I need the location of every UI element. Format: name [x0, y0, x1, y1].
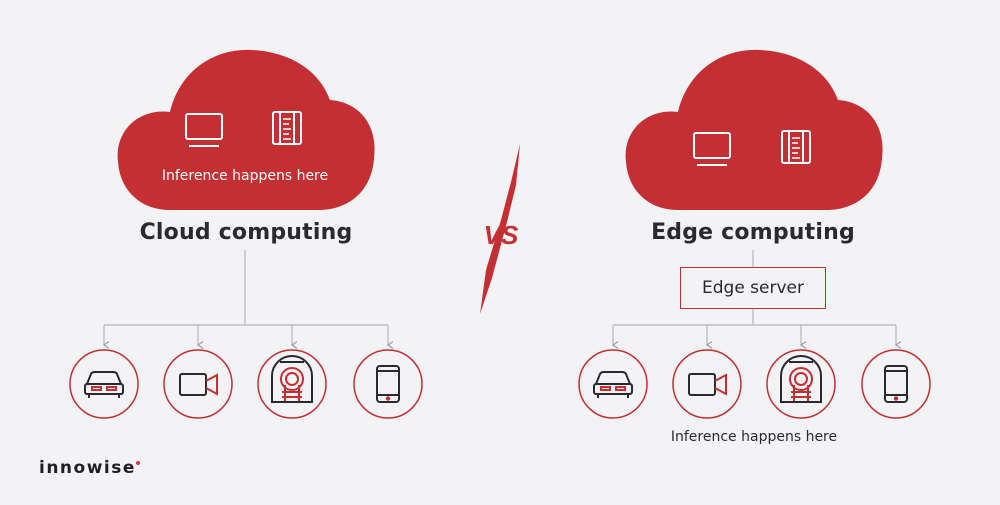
- smartphone-icon: [884, 365, 908, 403]
- server-rack-icon: [272, 111, 302, 145]
- brand-logo-dot: [136, 461, 140, 465]
- brand-logo: innowise: [39, 458, 136, 478]
- device-circle-phone-left: [353, 349, 423, 419]
- edge-inference-label: Inference happens here: [670, 429, 838, 445]
- smartphone-icon: [376, 365, 400, 403]
- connector-tree-right: [611, 250, 902, 349]
- vs-label: VS: [484, 220, 519, 250]
- server-rack-icon: [781, 130, 811, 164]
- cloud-shape-left: [117, 49, 375, 210]
- edge-server-label: Edge server: [702, 278, 804, 298]
- car-icon: [593, 371, 633, 398]
- device-circle-mri-right: [766, 349, 836, 419]
- cloud-computing-title: Cloud computing: [139, 220, 353, 245]
- device-circle-phone-right: [861, 349, 931, 419]
- cloud-shape-right: [625, 49, 883, 210]
- device-circle-car-left: [69, 349, 139, 419]
- mri-scanner-icon: [271, 355, 313, 403]
- cloud-inference-label: Inference happens here: [161, 168, 329, 184]
- camera-icon: [688, 373, 727, 396]
- edge-computing-title: Edge computing: [651, 220, 855, 245]
- car-icon: [84, 371, 124, 398]
- device-circle-camera-left: [163, 349, 233, 419]
- monitor-icon: [693, 132, 731, 166]
- mri-scanner-icon: [780, 355, 822, 403]
- connector-tree-left: [102, 250, 394, 349]
- device-circle-camera-right: [672, 349, 742, 419]
- camera-icon: [179, 373, 218, 396]
- device-circle-mri-left: [257, 349, 327, 419]
- vs-divider: VS: [480, 144, 520, 314]
- monitor-icon: [185, 113, 223, 147]
- edge-server-box: Edge server: [680, 267, 826, 309]
- device-circle-car-right: [578, 349, 648, 419]
